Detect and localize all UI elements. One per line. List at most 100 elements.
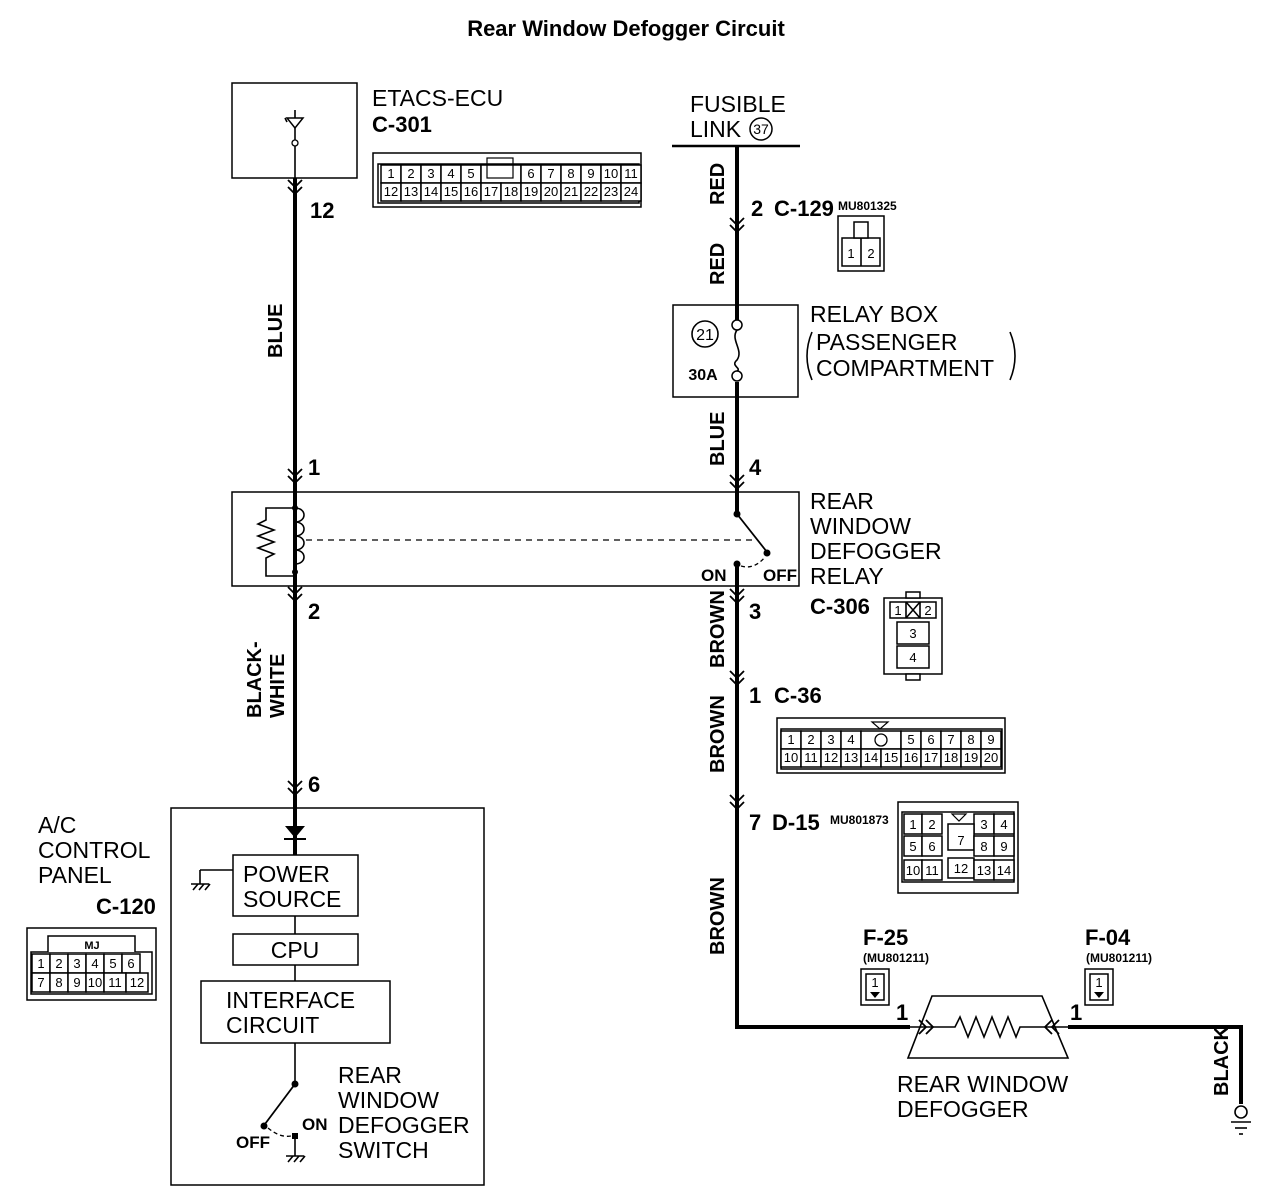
d15-pin: 5 xyxy=(909,839,916,854)
f04-connector-face: 1 xyxy=(1084,968,1114,1006)
c36-pin: 4 xyxy=(847,732,854,747)
c120-cell xyxy=(125,972,149,993)
power-source-label-1: POWER xyxy=(243,861,330,887)
defogger-relay-label-3: DEFOGGER xyxy=(810,538,942,564)
c129-part-number: MU801325 xyxy=(838,199,897,213)
fusible-link: FUSIBLE LINK 37 xyxy=(672,91,800,148)
c306-pin-1: 1 xyxy=(894,603,901,618)
c129-connector-face: 1 2 xyxy=(837,215,885,272)
d15-cell xyxy=(921,835,943,857)
c36-pin: 1 xyxy=(749,683,761,708)
fuse-element xyxy=(733,329,740,372)
relay-off-label: OFF xyxy=(763,566,797,585)
relay-pin-4: 4 xyxy=(749,455,762,480)
c36-pin: 11 xyxy=(804,750,818,765)
wire-label-black-white-1: BLACK- xyxy=(244,641,266,718)
c120-pin: 2 xyxy=(55,956,62,971)
c36-pin: 19 xyxy=(964,750,978,765)
f25-pin: 1 xyxy=(896,1000,908,1025)
wire-label-red-top: RED xyxy=(707,163,729,205)
etacs-pin: 4 xyxy=(447,166,454,181)
ac-panel-label-1: A/C xyxy=(38,812,76,838)
c36-pin: 8 xyxy=(967,732,974,747)
d15-pin: 14 xyxy=(997,863,1011,878)
power-source-label-2: SOURCE xyxy=(243,886,341,912)
etacs-pin: 22 xyxy=(584,184,598,199)
c129-pin-1: 1 xyxy=(847,246,854,261)
c36-pin: 7 xyxy=(947,732,954,747)
etacs-pin: 17 xyxy=(484,184,498,199)
c36-pin: 2 xyxy=(807,732,814,747)
c36-pin: 18 xyxy=(944,750,958,765)
c120-pin: 9 xyxy=(73,975,80,990)
d15-cell xyxy=(947,823,975,851)
c36-pin: 17 xyxy=(924,750,938,765)
etacs-pin: 18 xyxy=(504,184,518,199)
etacs-input-symbol xyxy=(284,110,305,178)
d15-pin: 11 xyxy=(925,863,939,878)
ac-panel-label-2: CONTROL xyxy=(38,837,151,863)
c306-connector-face: 1 2 3 4 xyxy=(883,591,943,681)
d15-pin: 8 xyxy=(980,839,987,854)
c120-pin: 7 xyxy=(37,975,44,990)
c36-pin: 12 xyxy=(824,750,838,765)
c120-pin: 3 xyxy=(73,956,80,971)
c120-pin: 12 xyxy=(130,975,144,990)
paren-right xyxy=(1009,331,1016,381)
etacs-pin: 1 xyxy=(387,166,394,181)
relay-pin-1: 1 xyxy=(308,455,320,480)
d15-part-number: MU801873 xyxy=(830,813,889,827)
ground-symbol xyxy=(1231,1105,1251,1135)
etacs-pin: 19 xyxy=(524,184,538,199)
c120-connector-label: C-120 xyxy=(96,894,156,919)
d15-pin: 2 xyxy=(928,817,935,832)
etacs-pin: 20 xyxy=(544,184,558,199)
c306-pin-3: 3 xyxy=(909,626,916,641)
f25-part-number: (MU801211) xyxy=(863,951,929,965)
fusible-number-circle xyxy=(749,117,773,141)
fusible-label-1: FUSIBLE xyxy=(690,91,786,117)
paren-left xyxy=(806,331,813,381)
wire-label-brown-1: BROWN xyxy=(707,590,729,668)
etacs-pin: 10 xyxy=(604,166,618,181)
c120-pin: 8 xyxy=(55,975,62,990)
c36-pin: 14 xyxy=(864,750,878,765)
wire-label-blue-left: BLUE xyxy=(265,304,287,358)
switch-on-label: ON xyxy=(302,1115,328,1134)
relay-coil xyxy=(294,507,305,565)
fuse-rating: 30A xyxy=(688,367,718,384)
c36-pin: 6 xyxy=(927,732,934,747)
fuse-terminal xyxy=(731,319,743,331)
f04-connector-label: F-04 xyxy=(1085,925,1131,950)
defogger-relay: ON OFF REAR WINDOW DEFOGGER RELAY xyxy=(231,488,942,589)
c120-pin: 10 xyxy=(88,975,102,990)
c36-key xyxy=(874,733,888,747)
f25-connector-face: 1 xyxy=(860,968,890,1006)
relay-box: 21 30A RELAY BOX PASSENGER COMPARTMENT xyxy=(672,301,1016,398)
c129-connector-label: C-129 xyxy=(774,196,834,221)
c120-code: MJ xyxy=(84,940,99,952)
wire-label-blue-right: BLUE xyxy=(707,412,729,466)
etacs-pin: 2 xyxy=(407,166,414,181)
c36-cell xyxy=(980,748,1002,768)
c306-pin-2: 2 xyxy=(924,603,931,618)
etacs-pin: 11 xyxy=(624,166,638,181)
wire-label-black: BLACK xyxy=(1211,1025,1233,1096)
d15-cell xyxy=(993,859,1015,881)
relay-resistor xyxy=(255,507,295,577)
c36-pin: 15 xyxy=(884,750,898,765)
fuse-number-circle xyxy=(691,320,719,348)
c36-pin: 13 xyxy=(844,750,858,765)
defogger-relay-box xyxy=(231,491,800,587)
d15-pin: 10 xyxy=(906,863,920,878)
c129-pin-2: 2 xyxy=(867,246,874,261)
interface-label-2: CIRCUIT xyxy=(226,1012,319,1038)
d15-cell xyxy=(993,813,1015,835)
interface-label-1: INTERFACE xyxy=(226,987,355,1013)
ac-control-panel: A/C CONTROL PANEL C-120 POWER SOURCE CPU… xyxy=(38,807,485,1186)
etacs-cell xyxy=(620,182,642,202)
